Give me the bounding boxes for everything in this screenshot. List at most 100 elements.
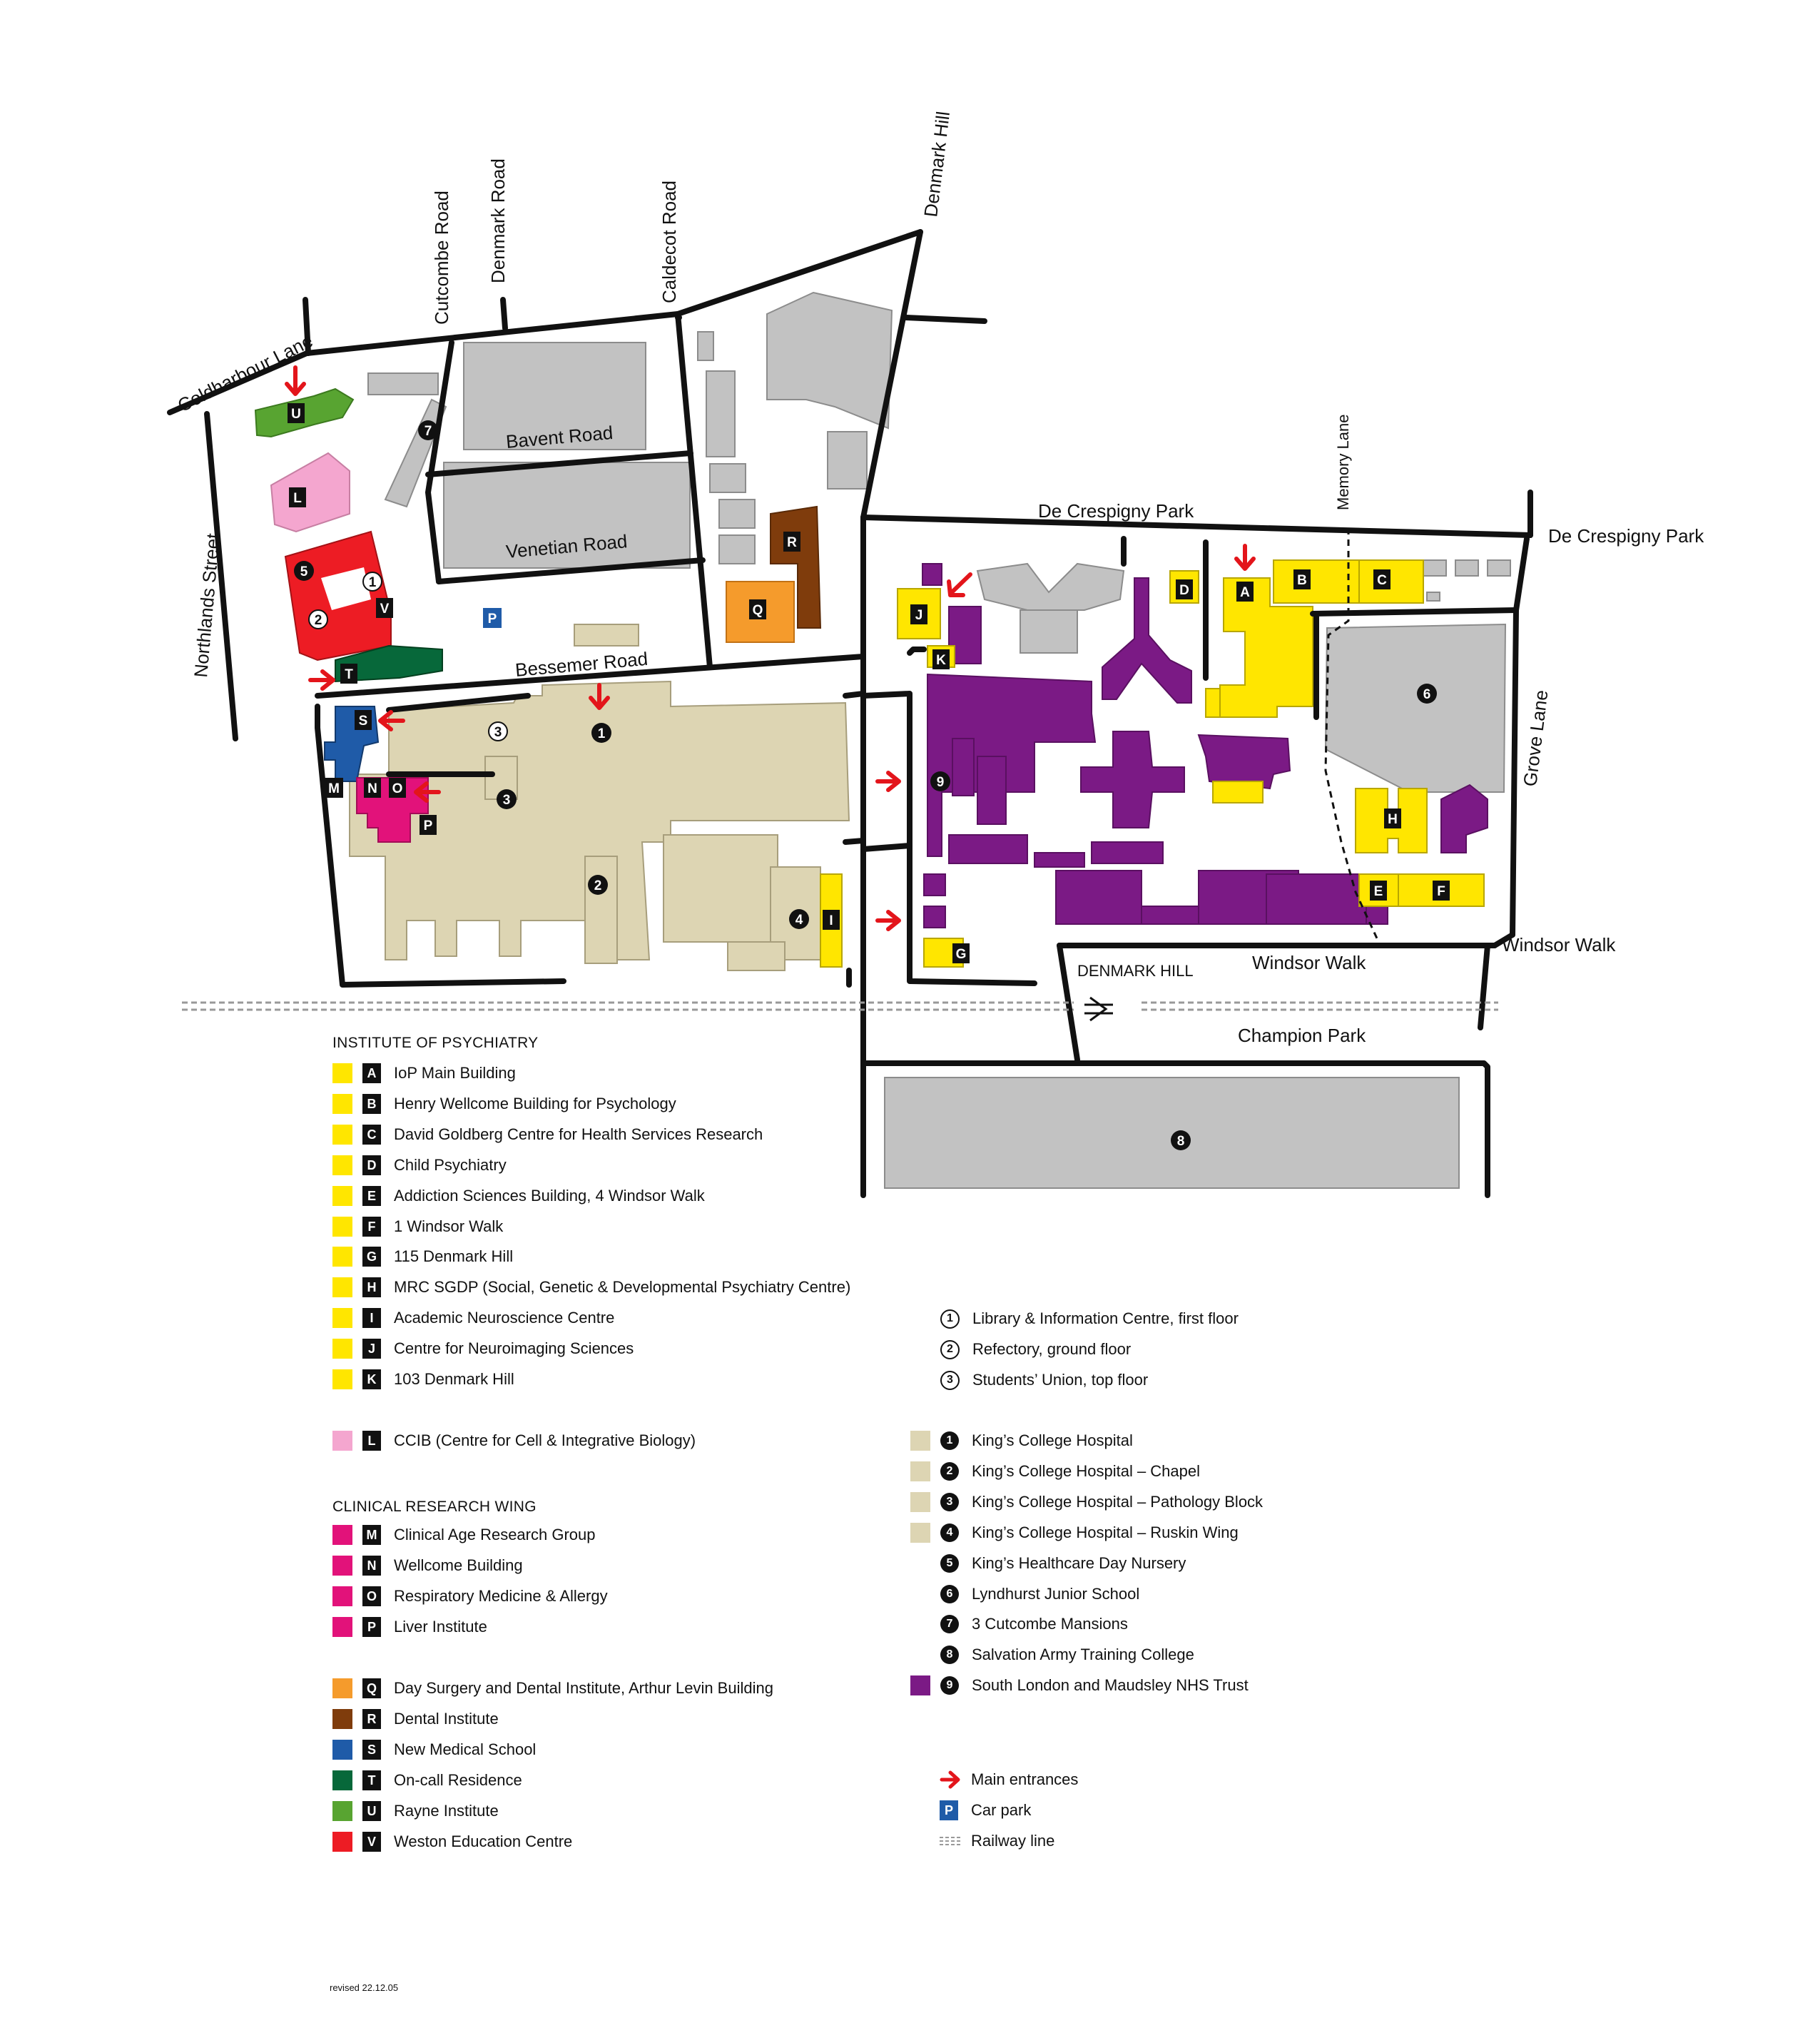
legend-label: Car park [971, 1801, 1032, 1819]
building-caldecot-4 [718, 499, 756, 529]
road-dh-inner-loop [860, 691, 1037, 986]
marker-9: 9 [930, 771, 950, 791]
legend-swatch [910, 1553, 930, 1573]
arrow-o [414, 781, 441, 803]
legend-swatch [332, 1217, 352, 1237]
legend-label: CCIB (Centre for Cell & Integrative Biol… [394, 1431, 696, 1449]
tag-carpark: P [483, 608, 502, 628]
road-cutcombe-top [303, 297, 311, 356]
svg-text:N: N [367, 781, 377, 796]
legend-key-car-park: P Car park [940, 1799, 1031, 1822]
legend-swatch [332, 1339, 352, 1359]
arrow-east-1 [875, 771, 901, 792]
legend-swatch [332, 1709, 352, 1729]
legend-label: Students’ Union, top floor [972, 1371, 1149, 1389]
legend-swatch [332, 1586, 352, 1606]
slam-buildings [922, 563, 1488, 928]
memory-lane-path [1324, 528, 1378, 939]
road-grove-lane [1510, 536, 1530, 938]
tag-g: G [952, 943, 970, 963]
legend-tag: E [362, 1186, 381, 1206]
legend-number: 2 [940, 1462, 959, 1481]
legend-swatch [910, 1614, 930, 1634]
legend-tag: V [362, 1832, 381, 1852]
legend-label: Child Psychiatry [394, 1156, 507, 1174]
legend-label: Railway line [971, 1832, 1055, 1850]
legend-label: King’s College Hospital – Chapel [972, 1462, 1201, 1480]
tag-v: V [376, 598, 393, 618]
marker-1: 1 [591, 723, 611, 743]
svg-text:R: R [787, 535, 797, 550]
legend-swatch [332, 1125, 352, 1145]
legend-label: Addiction Sciences Building, 4 Windsor W… [394, 1187, 705, 1205]
building-grey-y [976, 562, 1125, 611]
tag-d: D [1176, 579, 1193, 599]
slam-y [1102, 577, 1192, 704]
legend-number: 7 [940, 1615, 959, 1633]
legend-number: 2 [940, 1339, 960, 1359]
label-denmark-road: Denmark Road [487, 158, 509, 283]
tag-e: E [1370, 881, 1387, 901]
marker-6: 6 [1417, 684, 1437, 704]
svg-text:K: K [936, 653, 946, 668]
svg-text:O: O [392, 781, 403, 796]
legend-swatch [910, 1492, 930, 1512]
svg-text:1: 1 [369, 575, 377, 590]
iop-buildings [820, 559, 1485, 968]
legend-swatch [332, 1678, 352, 1698]
legend-heading-iop: INSTITUTE OF PSYCHIATRY [332, 1035, 539, 1051]
slam-long-4 [1266, 873, 1367, 925]
legend-swatch [910, 1645, 930, 1665]
building-caldecot-5 [718, 534, 756, 564]
legend-number: 6 [940, 1585, 959, 1603]
car-park-icon: P [940, 1800, 958, 1820]
legend-swatch [332, 1247, 352, 1267]
road-northlands [204, 411, 238, 741]
marker-4: 4 [789, 909, 809, 929]
legend-label: 103 Denmark Hill [394, 1370, 514, 1388]
road-denmark-road-top [500, 297, 508, 331]
legend-row-k: K 103 Denmark Hill [332, 1368, 514, 1391]
legend-label: Day Surgery and Dental Institute, Arthur… [394, 1679, 773, 1697]
legend-label: New Medical School [394, 1740, 537, 1758]
road-champion-park [860, 1060, 1490, 1198]
legend-swatch [332, 1801, 352, 1821]
legend-label: Dental Institute [394, 1710, 499, 1728]
legend-tag: U [362, 1801, 381, 1821]
svg-text:P: P [488, 612, 497, 627]
legend-label: IoP Main Building [394, 1064, 516, 1082]
road-dh-left-2 [843, 838, 866, 845]
weston-courtyard [321, 567, 371, 610]
legend-swatch [332, 1770, 352, 1790]
legend-swatch [910, 1584, 930, 1604]
legend-number: 3 [940, 1370, 960, 1390]
legend-tag: J [362, 1339, 381, 1359]
legend-label: Refectory, ground floor [972, 1340, 1132, 1358]
legend-number: 8 [940, 1646, 959, 1664]
road-denmark-hill-east [903, 315, 987, 324]
legend-tag: S [362, 1740, 381, 1760]
label-de-crespigny-park-2: De Crespigny Park [1548, 525, 1704, 547]
legend-tag: K [362, 1369, 381, 1389]
legend-swatch [332, 1277, 352, 1297]
svg-text:B: B [1297, 573, 1307, 588]
legend-label: Academic Neuroscience Centre [394, 1309, 615, 1327]
legend-number: 9 [940, 1676, 959, 1695]
legend-label: Respiratory Medicine & Allergy [394, 1587, 608, 1605]
svg-text:A: A [1240, 585, 1250, 600]
legend-number: 5 [940, 1554, 959, 1573]
svg-text:V: V [380, 602, 390, 617]
slam-long-1 [1055, 870, 1142, 925]
building-caldecot-2 [706, 370, 736, 457]
marker-facility-3: 3 [488, 721, 508, 741]
legend-tag: R [362, 1709, 381, 1729]
building-l [270, 452, 350, 533]
building-bavent-block [463, 342, 646, 450]
map-number-markers: 1 2 3 4 5 6 7 8 9 1 2 3 [294, 420, 1437, 1150]
railway-icon [940, 1837, 961, 1845]
